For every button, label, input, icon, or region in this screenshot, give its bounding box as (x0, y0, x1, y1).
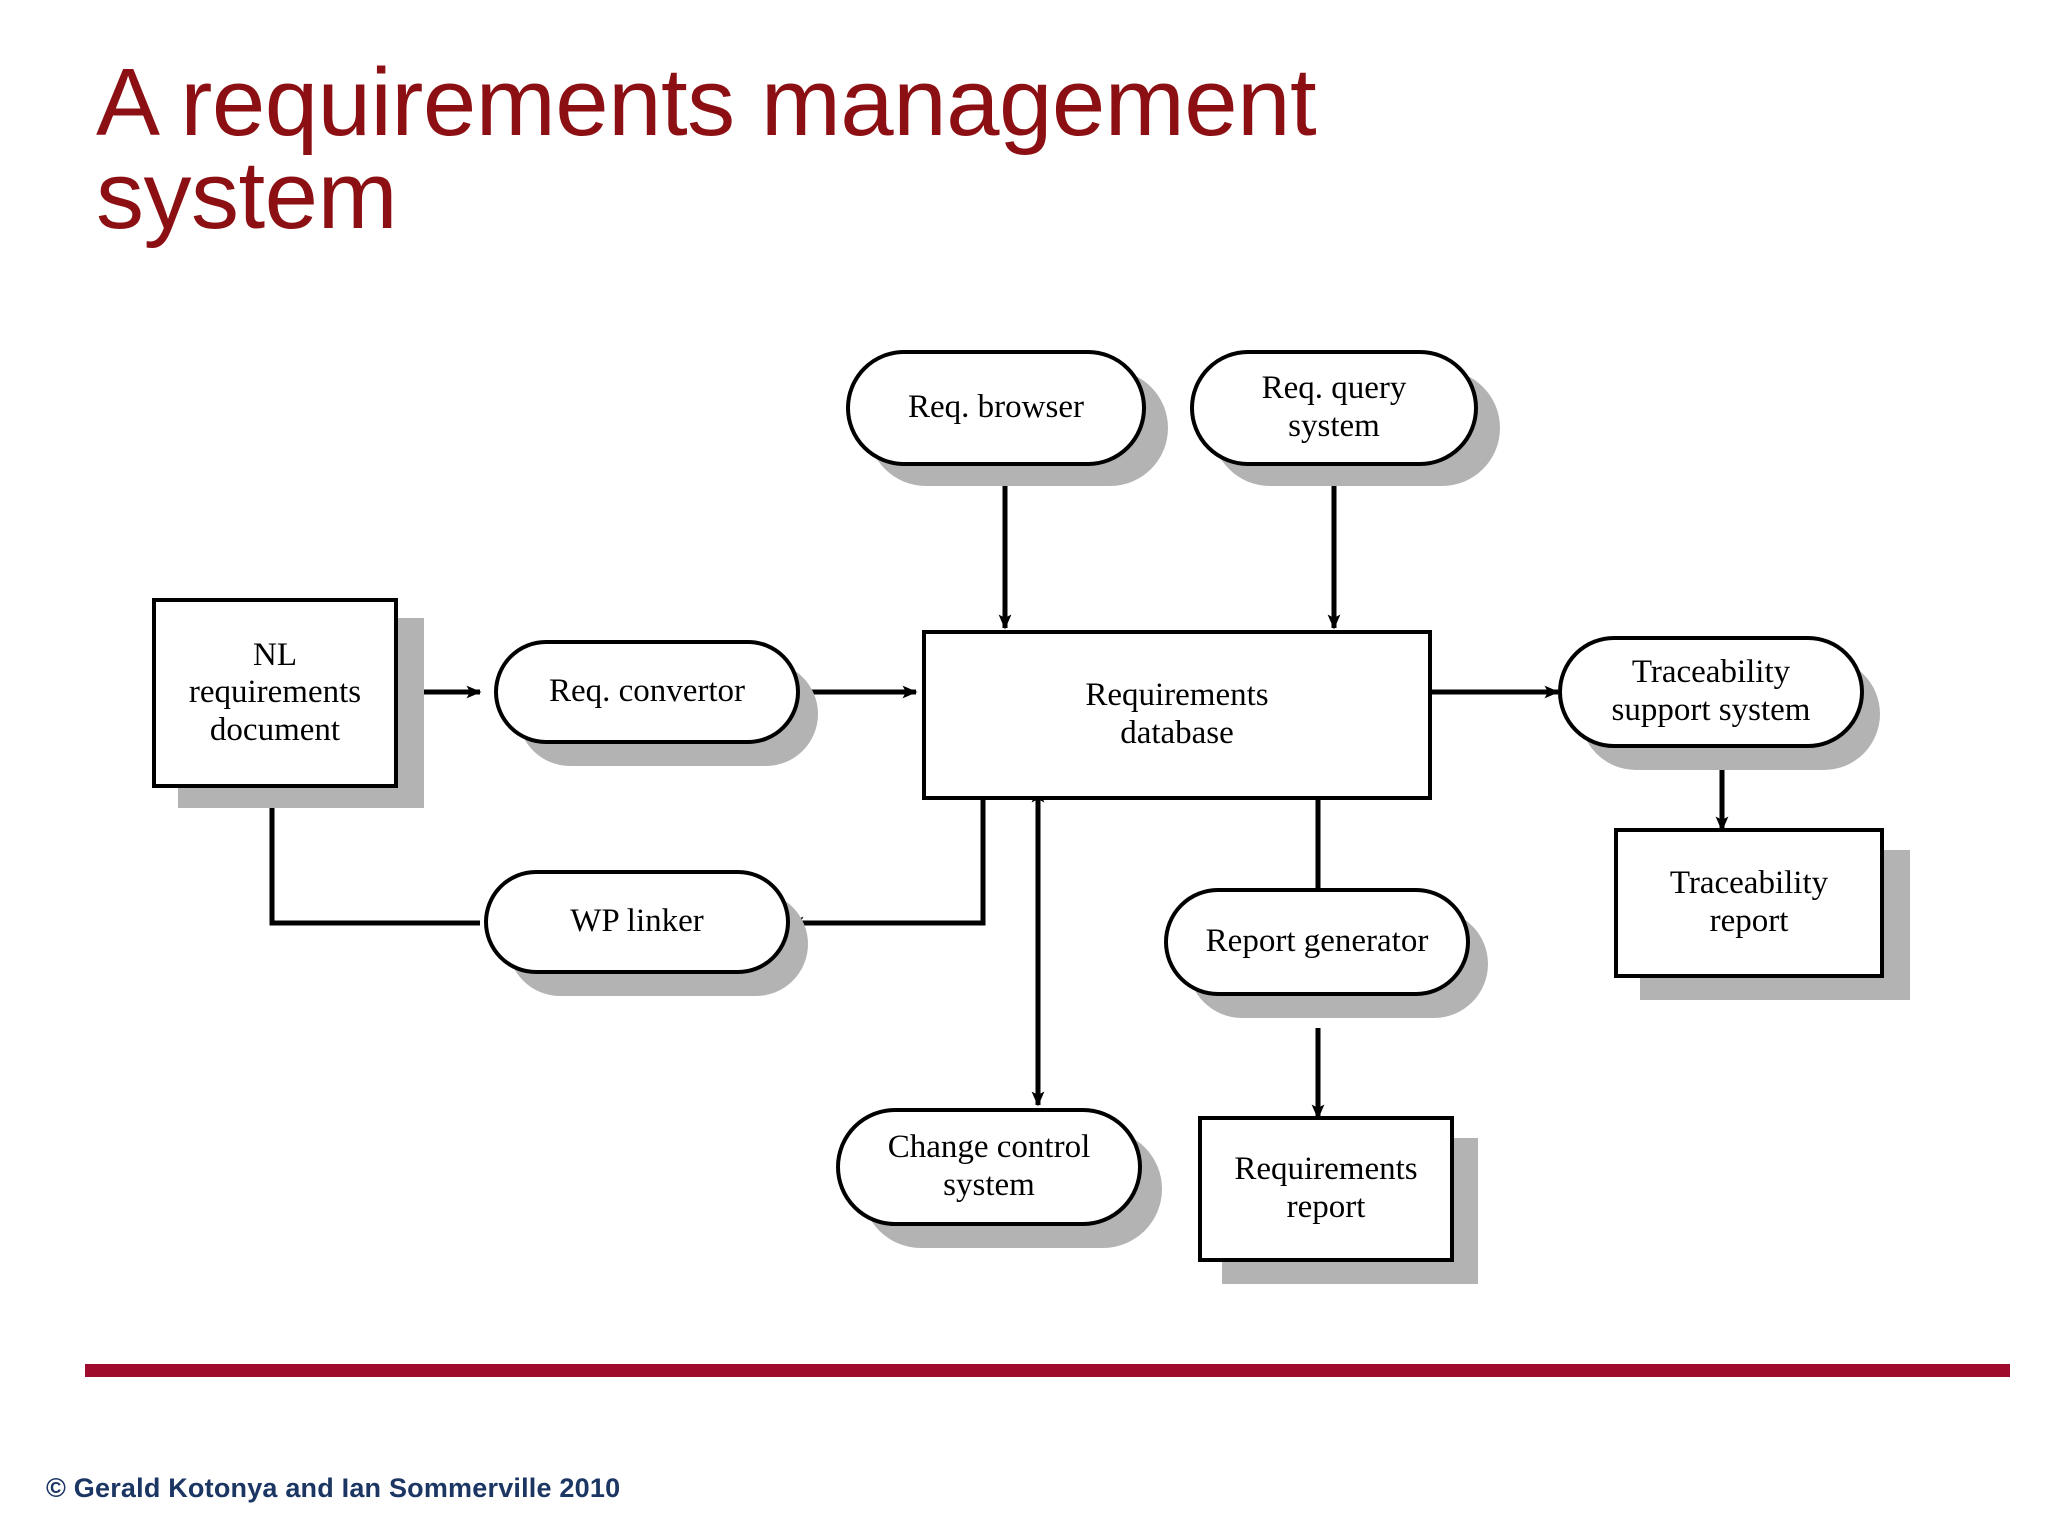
node-traceability-report-label: Traceability report (1669, 865, 1829, 939)
node-requirements-db-label: Requirements database (1085, 677, 1269, 751)
node-wp-linker-label: WP linker (570, 903, 704, 940)
copyright-credit: © Gerald Kotonya and Ian Sommerville 201… (46, 1473, 621, 1503)
node-req-browser[interactable]: Req. browser (846, 350, 1146, 466)
node-requirements-report[interactable]: Requirements report (1198, 1116, 1454, 1262)
node-traceability-report[interactable]: Traceability report (1614, 828, 1884, 978)
node-requirements-report-label: Requirements report (1234, 1151, 1418, 1225)
node-change-control-label: Change control system (887, 1129, 1091, 1203)
node-req-query-system[interactable]: Req. query system (1190, 350, 1478, 466)
node-report-generator[interactable]: Report generator (1164, 888, 1470, 996)
node-traceability-support-label: Traceability support system (1611, 654, 1811, 728)
edge-db-to-wp-linker (788, 798, 986, 930)
node-req-query-system-label: Req. query system (1261, 370, 1407, 444)
footer-divider (85, 1364, 2010, 1377)
node-change-control[interactable]: Change control system (836, 1108, 1142, 1226)
node-nl-req-document[interactable]: NL requirements document (152, 598, 398, 788)
node-nl-req-document-label: NL requirements document (188, 636, 362, 748)
page-title: A requirements management system (96, 49, 1317, 250)
node-req-browser-label: Req. browser (908, 389, 1084, 426)
edge-wp-linker-to-nl-doc (265, 760, 480, 926)
node-wp-linker[interactable]: WP linker (484, 870, 790, 974)
requirements-management-diagram: Req. browser Req. query system NL requir… (0, 330, 2048, 1284)
node-traceability-support[interactable]: Traceability support system (1558, 636, 1864, 748)
node-req-convertor-label: Req. convertor (548, 673, 746, 710)
node-requirements-db[interactable]: Requirements database (922, 630, 1432, 800)
node-req-convertor[interactable]: Req. convertor (494, 640, 800, 744)
node-report-generator-label: Report generator (1205, 923, 1429, 960)
